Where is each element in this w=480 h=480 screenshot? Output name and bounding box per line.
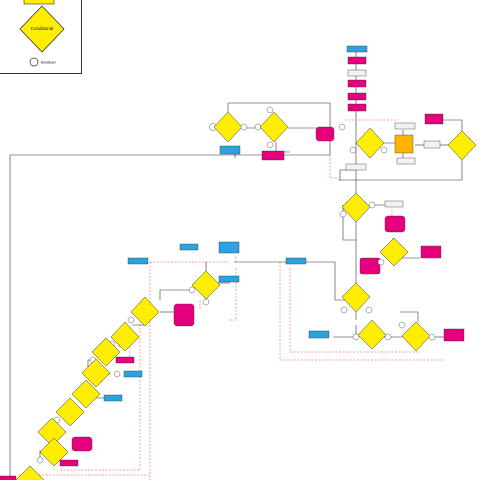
boolean-circle — [352, 333, 360, 341]
conditional-diamond — [39, 437, 69, 467]
action-box — [219, 145, 241, 155]
conditional-diamond — [341, 192, 371, 223]
boolean-circle — [428, 333, 436, 341]
process-box — [420, 245, 442, 259]
legend-boolean-circle — [29, 57, 39, 67]
boolean-circle — [365, 306, 373, 314]
action-box-start — [346, 45, 368, 53]
conditional-diamond — [81, 358, 111, 388]
process-box — [315, 126, 335, 142]
neutral-box — [345, 163, 367, 171]
neutral-box — [423, 140, 441, 149]
legend-conditional-label: Conditional — [31, 26, 54, 31]
boolean-circle — [338, 123, 346, 131]
process-box — [71, 436, 93, 452]
action-box — [103, 394, 123, 402]
boolean-circle — [240, 123, 248, 131]
action-box — [308, 330, 330, 339]
conditional-diamond — [191, 270, 221, 300]
conditional-diamond — [71, 379, 101, 409]
boolean-circle — [266, 106, 274, 114]
process-box-1 — [347, 56, 367, 65]
boolean-circle — [113, 370, 121, 378]
conditional-diamond — [357, 319, 387, 350]
boolean-circle — [340, 306, 348, 314]
process-box — [359, 257, 381, 275]
legend-box-swatch — [23, 0, 55, 5]
boolean-circle — [188, 286, 196, 294]
conditional-diamond — [110, 321, 140, 352]
conditional-diamond — [130, 296, 160, 327]
conditional-diamond — [55, 397, 85, 427]
neutral-box — [384, 200, 404, 208]
boolean-circle — [266, 141, 274, 149]
orange-box — [394, 134, 414, 154]
action-box — [123, 370, 143, 378]
boolean-circle — [377, 258, 385, 266]
conditional-diamond — [259, 111, 289, 143]
boolean-circle — [339, 210, 347, 218]
conditional-diamond — [401, 321, 431, 352]
boolean-circle — [384, 333, 392, 341]
process-box — [384, 215, 406, 233]
boolean-circle — [349, 146, 357, 154]
action-box — [218, 241, 240, 254]
process-box-3 — [347, 92, 367, 101]
process-box — [0, 475, 17, 480]
process-box-4 — [347, 103, 367, 112]
legend-conditional-diamond — [19, 5, 65, 53]
boolean-circle — [127, 316, 135, 324]
boolean-circle — [380, 146, 388, 154]
action-box — [179, 243, 199, 251]
conditional-diamond — [355, 127, 385, 159]
boolean-circle — [36, 456, 44, 464]
conditional-diamond — [213, 111, 243, 143]
process-box-2 — [347, 79, 367, 88]
action-box — [285, 257, 307, 265]
neutral-box-1 — [347, 69, 367, 77]
conditional-diamond — [341, 282, 371, 313]
process-box — [115, 356, 135, 364]
boolean-circle — [202, 298, 210, 306]
process-box — [173, 303, 195, 327]
conditional-diamond — [15, 465, 45, 480]
conditional-diamond — [379, 237, 409, 267]
neutral-box — [394, 122, 416, 130]
boolean-circle — [368, 201, 376, 209]
process-box — [443, 328, 465, 342]
action-box — [127, 257, 149, 265]
process-box — [59, 459, 79, 467]
conditional-diamond — [91, 337, 121, 367]
process-box — [261, 150, 285, 161]
action-box — [218, 275, 240, 283]
boolean-circle — [398, 321, 406, 329]
conditional-diamond — [447, 130, 477, 161]
process-box — [424, 113, 444, 125]
legend-boolean-label: Boolean — [41, 60, 56, 65]
neutral-box — [396, 157, 416, 165]
